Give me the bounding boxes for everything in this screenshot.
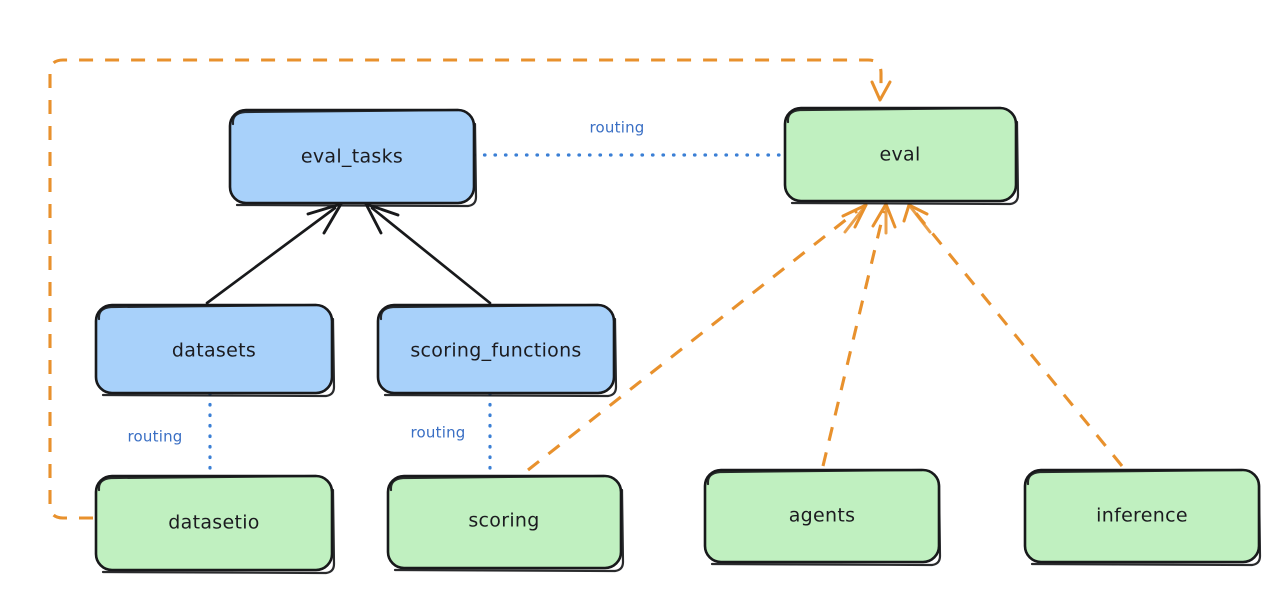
node-label-eval_tasks: eval_tasks: [301, 146, 403, 168]
edge-eval_tasks-to-eval: routing: [472, 119, 786, 157]
edge-scoring_functions-to-eval_tasks: [364, 202, 492, 305]
node-label-eval: eval: [879, 144, 920, 166]
node-scoring_functions[interactable]: scoring_functions: [376, 303, 618, 398]
node-eval_tasks[interactable]: eval_tasks: [228, 108, 478, 208]
node-label-inference: inference: [1096, 505, 1188, 527]
edge-label-routing-scoring: routing: [411, 424, 466, 442]
node-inference[interactable]: inference: [1023, 468, 1262, 567]
edge-inference-to-eval: [902, 203, 1124, 467]
node-label-agents: agents: [789, 505, 856, 527]
edge-label-routing-eval: routing: [590, 119, 645, 137]
node-label-scoring_functions: scoring_functions: [410, 340, 581, 362]
edge-scoring-to-eval: [527, 203, 868, 472]
node-eval[interactable]: eval: [783, 106, 1020, 206]
node-label-datasets: datasets: [172, 340, 256, 362]
edge-datasets-to-datasetio: routing: [128, 392, 212, 479]
edge-datasets-to-eval_tasks: [205, 202, 343, 305]
edge-datasetio-to-eval: [48, 58, 892, 520]
edge-scoring_functions-to-scoring: routing: [411, 392, 492, 479]
node-datasets[interactable]: datasets: [94, 303, 336, 398]
edge-label-routing-datasetio: routing: [128, 428, 183, 446]
node-label-scoring: scoring: [468, 510, 539, 532]
node-label-datasetio: datasetio: [168, 512, 259, 534]
node-datasetio[interactable]: datasetio: [94, 474, 336, 575]
edge-agents-to-eval: [821, 202, 897, 467]
node-agents[interactable]: agents: [703, 468, 942, 567]
node-scoring[interactable]: scoring: [386, 474, 625, 573]
